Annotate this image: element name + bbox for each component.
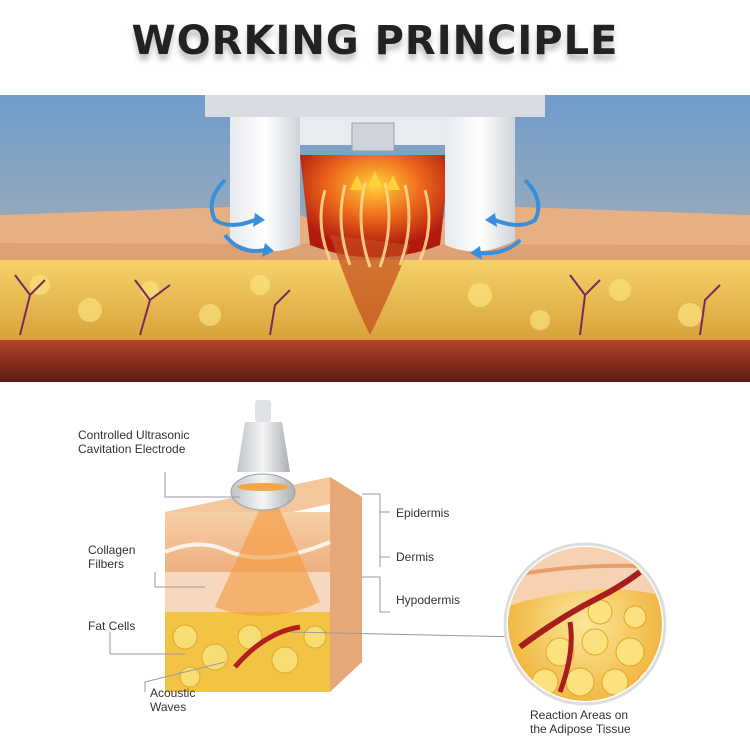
fat-cells-label: Fat Cells [88, 619, 136, 633]
rotation-arrow-icon [209, 178, 541, 256]
cavitation-probe [230, 400, 296, 511]
hypodermis-label: Hypodermis [396, 593, 461, 607]
vacuum-cavitation-illustration [0, 95, 750, 382]
page-title: WORKING PRINCIPLE [131, 18, 619, 64]
epidermis-label: Epidermis [396, 506, 450, 520]
heat-arrow-icon [350, 171, 400, 190]
dermis-label: Dermis [396, 550, 434, 564]
adipose-zoom-view [503, 542, 667, 706]
reaction-areas-label: Reaction Areas on the Adipose Tissue [530, 708, 631, 736]
electrode-label: Controlled Ultrasonic Cavitation Electro… [78, 428, 190, 456]
collagen-label: Collagen Filbers [88, 543, 136, 571]
skin-cross-section-diagram [109, 400, 667, 706]
acoustic-waves-label: Acoustic Waves [150, 686, 196, 714]
